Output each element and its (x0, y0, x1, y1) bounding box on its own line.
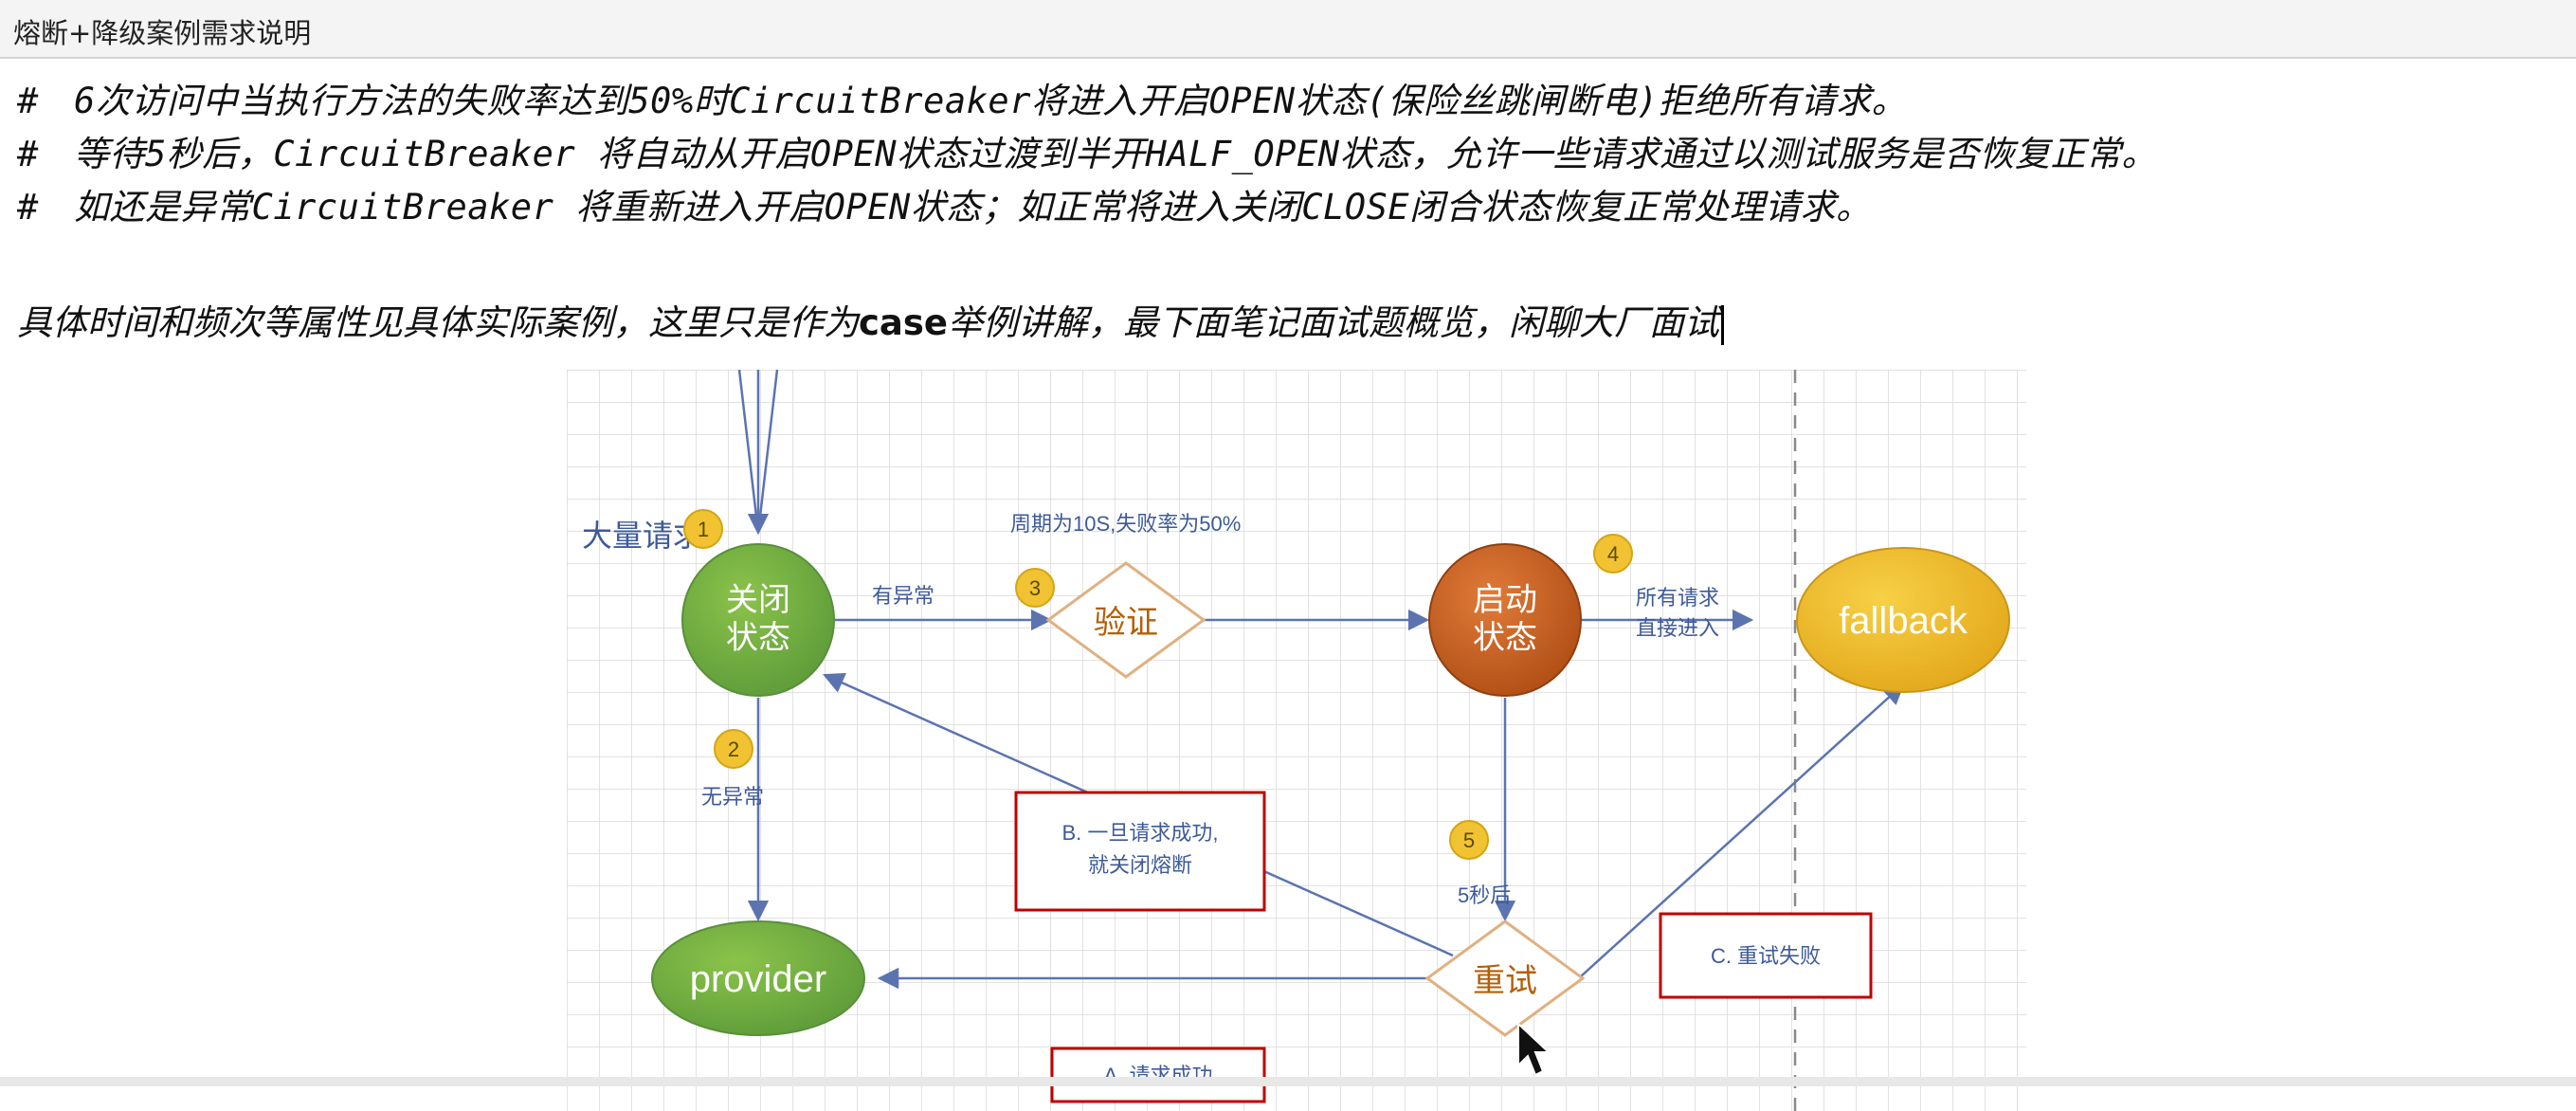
window-title-bar: 熔断+降级案例需求说明 (0, 0, 2576, 59)
step-badge-1: 1 (683, 509, 723, 549)
edge-all-requests-label-2: 直接进入 (1636, 616, 1719, 640)
retry-label: 重试 (1473, 963, 1537, 999)
box-b-line-2: 就关闭熔断 (1088, 853, 1192, 877)
input-label: 大量请求 (582, 519, 703, 553)
retry-diamond (1424, 920, 1586, 1037)
comment-line-3: #如还是异常CircuitBreaker 将重新进入开启OPEN状态；如正常将进… (17, 187, 1872, 228)
edge-exception-label: 有异常 (872, 584, 934, 608)
closed-state-label-2: 状态 (726, 620, 790, 656)
circuit-breaker-diagram: 大量请求 关闭 状态 启动 状态 fallback provi (567, 370, 2026, 1111)
edge-all-requests-label-1: 所有请求 (1636, 586, 1719, 610)
period-label: 周期为10S,失败率为50% (1010, 512, 1241, 536)
comment-line-1: #6次访问中当执行方法的失败率达到50%时CircuitBreaker将进入开启… (17, 81, 1908, 121)
box-b (1014, 791, 1266, 912)
mouse-pointer-icon (1517, 1021, 1551, 1077)
explanation-note: 具体时间和频次等属性见具体实际案例，这里只是作为case举例讲解，最下面笔记面试… (17, 294, 1725, 345)
edge-after-5s-label: 5秒后 (1458, 883, 1511, 907)
provider-label: provider (690, 958, 827, 1000)
incoming-request-arrows (737, 370, 779, 536)
box-b-line-1: B. 一旦请求成功, (1061, 821, 1218, 845)
verify-diamond (1045, 561, 1206, 679)
step-badge-2: 2 (714, 729, 753, 769)
edge-retry-to-fallback (1580, 683, 1905, 977)
fallback-label: fallback (1839, 600, 1968, 642)
comment-line-2: #等待5秒后，CircuitBreaker 将自动从开启OPEN状态过渡到半开H… (17, 134, 2157, 174)
svg-text:3: 3 (1029, 576, 1041, 600)
open-state-label-1: 启动 (1473, 582, 1537, 618)
fallback-node (1796, 547, 2010, 693)
provider-node (651, 920, 865, 1036)
edge-no-exception-label: 无异常 (701, 785, 764, 809)
svg-text:2: 2 (728, 738, 739, 761)
text-cursor (1721, 304, 1725, 345)
svg-text:4: 4 (1607, 542, 1619, 566)
open-state-label-2: 状态 (1473, 620, 1537, 656)
closed-state-node (681, 543, 835, 697)
step-badge-5: 5 (1449, 820, 1489, 860)
window-title: 熔断+降级案例需求说明 (13, 17, 312, 49)
step-badge-3: 3 (1015, 568, 1055, 608)
box-c (1659, 912, 1873, 999)
svg-text:1: 1 (698, 518, 709, 541)
closed-state-label-1: 关闭 (726, 582, 790, 618)
bottom-scrollbar[interactable] (0, 1077, 2576, 1086)
box-c-label: C. 重试失败 (1711, 944, 1821, 968)
document-body[interactable]: #6次访问中当执行方法的失败率达到50%时CircuitBreaker将进入开启… (0, 59, 2576, 1111)
open-state-node (1428, 543, 1582, 697)
verify-label: 验证 (1094, 605, 1158, 641)
svg-text:5: 5 (1463, 829, 1475, 852)
step-badge-4: 4 (1593, 534, 1633, 574)
